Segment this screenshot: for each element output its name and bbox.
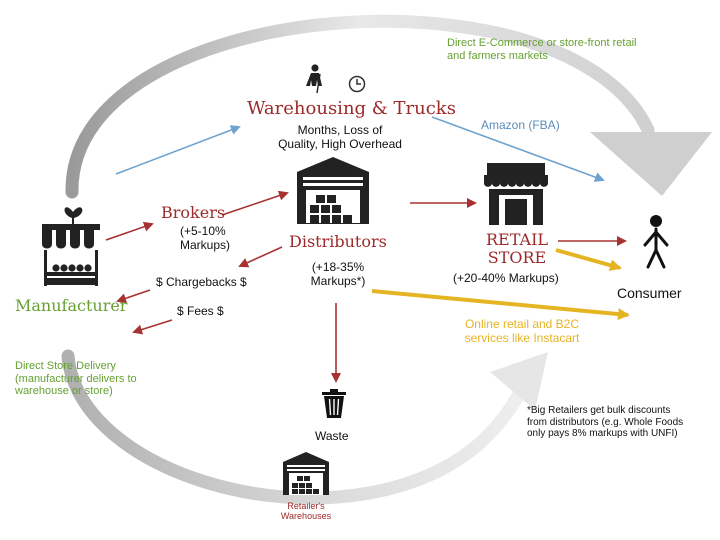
footnote: *Big Retailers get bulk discounts from d… <box>527 405 684 439</box>
arrow-fees <box>132 319 173 335</box>
warehousing-description: Months, Loss of Quality, High Overhead <box>278 123 402 151</box>
online-retail-label: Online retail and B2C services like Inst… <box>464 317 580 345</box>
trash-icon <box>322 389 346 418</box>
arrow-retail-consumer-gold <box>555 248 622 272</box>
chargebacks-label: $ Chargebacks $ <box>156 275 247 289</box>
retailer-warehouses-label: Retailer's Warehouses <box>280 501 332 522</box>
direct-store-delivery-label: Direct Store Delivery (manufacturer deli… <box>15 360 137 398</box>
arrow-distributors-online <box>371 289 630 321</box>
fees-label: $ Fees $ <box>177 304 224 318</box>
warehousing-title: Warehousing & Trucks <box>247 98 456 119</box>
store-icon <box>484 163 548 225</box>
distributors-markup: (+18-35% Markups*) <box>310 260 366 288</box>
direct-ecommerce-arrowhead <box>590 132 712 196</box>
direct-ecommerce-label: Direct E-Commerce or store-front retail … <box>447 37 637 62</box>
amazon-label: Amazon (FBA) <box>481 118 560 132</box>
clock-icon <box>348 75 366 93</box>
retailer-warehouse-icon <box>283 452 329 495</box>
consumer-label: Consumer <box>617 285 682 301</box>
dsd-arc <box>61 349 527 505</box>
manufacturer-label: Manufacturer <box>15 296 128 315</box>
waste-label: Waste <box>315 429 349 443</box>
arrow-amazon-consumer <box>431 116 605 182</box>
brokers-markup: (+5-10% Markups) <box>180 224 231 252</box>
person-icon <box>643 215 669 269</box>
brokers-title: Brokers <box>161 203 226 222</box>
arrow-chargebacks-manufacturer <box>116 289 151 304</box>
distributors-title: Distributors <box>289 232 387 251</box>
retail-store-title: RETAIL STORE <box>485 230 549 267</box>
dsd-arrowhead <box>490 352 548 410</box>
arrow-brokers-distributors <box>221 190 289 216</box>
arrow-chargebacks <box>238 246 283 268</box>
retail-store-markup: (+20-40% Markups) <box>453 271 559 285</box>
direct-ecommerce-arc <box>65 14 655 199</box>
warehouse-icon <box>297 157 369 224</box>
market-stall-icon <box>42 207 100 286</box>
arrow-manufacturer-brokers <box>105 221 154 241</box>
worker-icon <box>306 64 322 94</box>
arrow-manufacturer-warehousing <box>115 125 241 175</box>
